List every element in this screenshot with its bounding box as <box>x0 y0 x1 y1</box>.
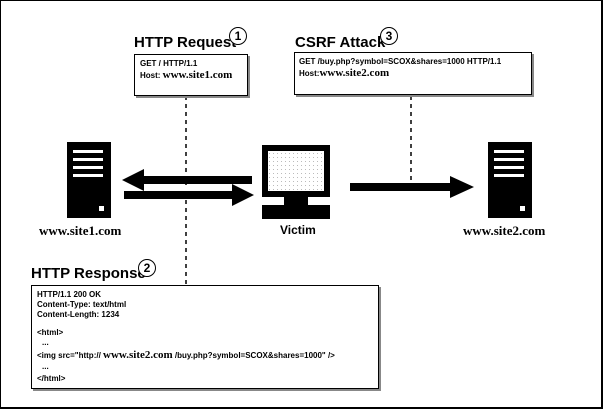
response-html-close: </html> <box>37 374 66 383</box>
request-line: GET / HTTP/1.1 <box>140 59 198 68</box>
response-ellipsis-1: ... <box>42 338 49 347</box>
request-step-badge: 1 <box>229 27 247 45</box>
request-title: HTTP Request <box>134 34 237 51</box>
response-img-prefix: <img src="http:// <box>37 351 104 360</box>
request-host-value: www.site1.com <box>162 69 233 81</box>
request-box: GET / HTTP/1.1 Host: www.site1.com <box>134 54 248 96</box>
site1-server-icon <box>67 142 111 218</box>
victim-computer-icon <box>262 145 330 219</box>
site1-label: www.site1.com <box>39 223 122 238</box>
victim-label: Victim <box>280 223 316 237</box>
arrow-to-victim <box>124 184 254 206</box>
csrf-host-label: Host: <box>299 69 320 78</box>
csrf-host-value: www.site2.com <box>319 67 390 79</box>
site2-label: www.site2.com <box>463 223 546 238</box>
request-host-label: Host: <box>140 71 163 80</box>
response-img-tag: <img src="http:// www.site2.com /buy.php… <box>37 350 335 361</box>
arrow-to-site2 <box>350 176 474 198</box>
response-html-open: <html> <box>37 328 64 337</box>
csrf-title: CSRF Attack <box>295 34 386 51</box>
csrf-box: GET /buy.php?symbol=SCOX&shares=1000 HTT… <box>294 52 532 95</box>
response-img-host: www.site2.com <box>103 349 173 361</box>
request-host: Host: www.site1.com <box>140 70 232 81</box>
csrf-step-badge: 3 <box>380 27 398 45</box>
arrow-to-site1 <box>122 169 252 191</box>
site2-server-icon <box>488 142 532 218</box>
csrf-host: Host:www.site2.com <box>299 68 389 79</box>
response-img-suffix: /buy.php?symbol=SCOX&shares=1000" /> <box>172 351 335 360</box>
response-title: HTTP Response <box>31 265 146 282</box>
response-step-badge: 2 <box>138 259 156 277</box>
response-content-length: Content-Length: 1234 <box>37 310 120 319</box>
response-ellipsis-2: ... <box>42 362 49 371</box>
response-status-line: HTTP/1.1 200 OK <box>37 290 102 299</box>
response-content-type: Content-Type: text/html <box>37 300 127 309</box>
csrf-request-line: GET /buy.php?symbol=SCOX&shares=1000 HTT… <box>299 57 502 66</box>
response-box: HTTP/1.1 200 OK Content-Type: text/html … <box>31 285 379 389</box>
